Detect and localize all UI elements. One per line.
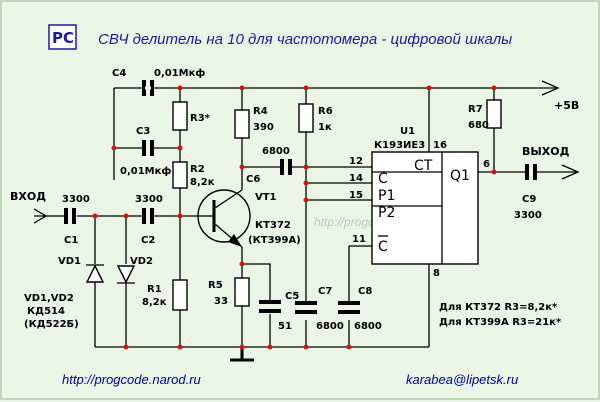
label-c2-ref: C2 — [141, 235, 155, 246]
label-r2-ref: R2 — [190, 164, 205, 175]
capacitor-c7 — [295, 301, 317, 314]
label-c7-value: 6800 — [316, 321, 344, 332]
note-kt399a: Для КТ399А R3=21к* — [439, 317, 562, 328]
capacitor-c3 — [142, 140, 154, 156]
logo: PC — [48, 24, 77, 50]
label-u1-ct: СТ — [414, 158, 433, 174]
label-pin11: 11 — [352, 234, 366, 245]
label-r3-ref: R3* — [190, 113, 211, 124]
label-output: ВЫХОД — [522, 145, 570, 158]
label-r2-value: 8,2к — [190, 177, 215, 188]
footer-email-link[interactable]: karabea@lipetsk.ru — [406, 372, 518, 387]
label-r7-value: 680 — [468, 120, 489, 131]
label-u1-part: К193ИЕ3 — [374, 140, 425, 151]
capacitor-c5 — [259, 300, 281, 313]
label-c6-ref: C6 — [246, 174, 260, 185]
label-vt1-part: КТ372 — [255, 220, 291, 231]
label-c4-ref: C4 — [112, 68, 126, 79]
capacitor-c1 — [64, 208, 76, 224]
capacitor-c6 — [280, 159, 292, 175]
label-c2-value: 3300 — [135, 194, 163, 205]
label-r7-ref: R7 — [468, 104, 483, 115]
label-vt1-ref: VT1 — [255, 192, 277, 203]
supply-arrow — [541, 80, 560, 96]
capacitor-c2 — [142, 208, 154, 224]
label-c8-ref: C8 — [358, 286, 372, 297]
diode-vd1 — [85, 264, 105, 283]
label-r6-value: 1к — [318, 122, 332, 133]
label-c3-value: 0,01Мкф — [120, 165, 171, 177]
label-vd-alt: (КД522Б) — [24, 319, 79, 330]
diagram-title: СВЧ делитель на 10 для частотомера - циф… — [98, 31, 512, 48]
label-c1-value: 3300 — [62, 194, 90, 205]
label-u1-p2: P2 — [378, 205, 395, 221]
junction-dots — [92, 85, 497, 350]
label-r5-value: 33 — [214, 296, 228, 307]
label-c6-value: 6800 — [262, 146, 290, 157]
resistor-r7 — [486, 99, 502, 129]
capacitor-c4 — [142, 80, 154, 96]
label-pin15: 15 — [349, 190, 363, 201]
input-arrow — [33, 208, 48, 224]
label-u1-cbar: C — [378, 239, 388, 255]
chip-u1 — [371, 151, 479, 265]
resistor-r4 — [234, 109, 250, 139]
label-input: ВХОД — [10, 190, 46, 203]
label-pin8: 8 — [433, 268, 440, 279]
resistor-r2 — [172, 161, 188, 189]
output-arrow — [561, 164, 580, 180]
label-r1-value: 8,2к — [142, 297, 167, 308]
label-c1-ref: C1 — [64, 235, 78, 246]
label-u1-ref: U1 — [400, 126, 415, 137]
logo-text: PC — [52, 29, 74, 47]
label-r4-value: 390 — [253, 122, 274, 133]
resistor-r5 — [234, 277, 250, 307]
label-c5-ref: C5 — [285, 291, 299, 302]
label-r6-ref: R6 — [318, 106, 333, 117]
label-vd1-ref: VD1 — [58, 256, 81, 267]
transistor-vt1 — [197, 189, 251, 248]
resistor-r6 — [298, 103, 314, 133]
resistor-r1 — [172, 279, 188, 311]
resistor-r3 — [172, 101, 188, 131]
capacitor-c9 — [525, 164, 537, 180]
label-c4-value: 0,01Мкф — [154, 67, 205, 79]
label-vd-part: КД514 — [27, 306, 65, 317]
label-pin12: 12 — [349, 156, 363, 167]
diode-vd2 — [116, 265, 136, 284]
label-pin16: 16 — [433, 140, 447, 151]
label-c8-value: 6800 — [354, 321, 382, 332]
label-r4-ref: R4 — [253, 106, 268, 117]
label-c5-value: 51 — [278, 321, 292, 332]
label-r1-ref: R1 — [147, 284, 162, 295]
note-kt372: Для КТ372 R3=8,2к* — [439, 302, 558, 313]
label-u1-p1: P1 — [378, 188, 395, 204]
label-c9-ref: C9 — [522, 194, 536, 205]
label-c3-ref: C3 — [136, 126, 150, 137]
label-pin6: 6 — [483, 159, 490, 170]
label-u1-q1: Q1 — [450, 168, 470, 184]
label-vt1-alt: (КТ399А) — [248, 235, 301, 246]
label-supply: +5В — [554, 99, 579, 112]
label-c7-ref: C7 — [318, 286, 332, 297]
label-vd-names: VD1,VD2 — [24, 293, 74, 304]
label-c9-value: 3300 — [514, 210, 542, 221]
label-r5-ref: R5 — [208, 280, 223, 291]
label-vd2-ref: VD2 — [130, 256, 153, 267]
label-u1-c: C — [378, 171, 388, 187]
capacitor-c8 — [338, 301, 360, 314]
label-pin14: 14 — [349, 173, 363, 184]
footer-site-link[interactable]: http://progcode.narod.ru — [62, 372, 201, 387]
